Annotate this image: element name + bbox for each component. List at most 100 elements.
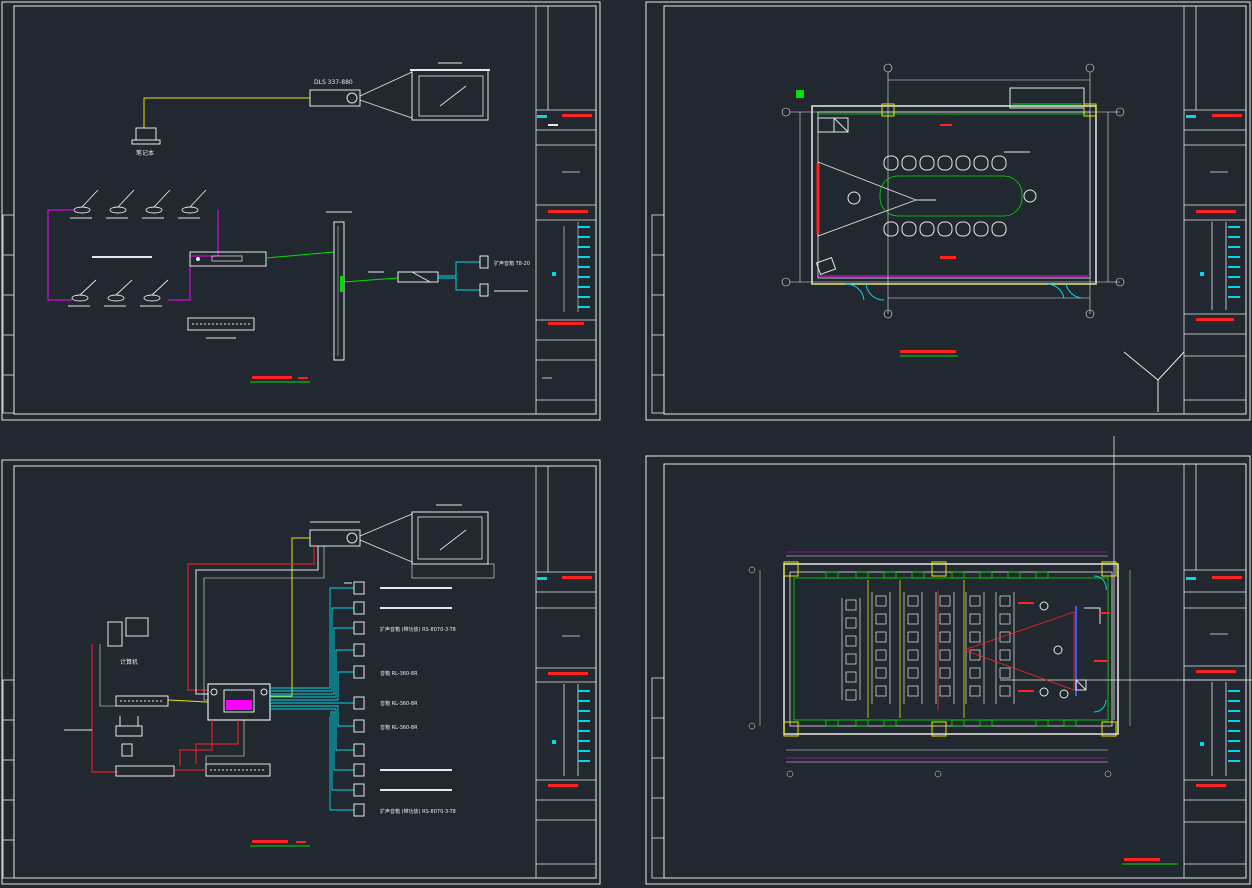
conference-host-unit xyxy=(189,251,267,267)
sheet-4-binding-strip xyxy=(651,677,665,879)
router-icon xyxy=(115,716,143,737)
sheet-1-title-block xyxy=(535,5,597,415)
s3-output-label-5: 音箱 RL-360-8R xyxy=(380,700,418,707)
s3-output-label-3: 扩声音箱 (带功放) RS-8070-3-T8 xyxy=(380,626,456,633)
s2-grid-axes xyxy=(781,63,1125,319)
sheet-2-outer-frame xyxy=(645,1,1251,421)
s3-output-label-6: 音箱 RL-360-8R xyxy=(380,724,418,731)
screen-icon xyxy=(411,504,495,579)
sheet-3-title xyxy=(252,840,288,843)
sheet-3-av-control-system: 计算机 xyxy=(1,459,601,885)
microphone-row-top xyxy=(70,189,207,219)
sheet-3-scale xyxy=(296,841,306,843)
sheet-2-title-block-marks xyxy=(1186,114,1242,321)
s4-door-swing xyxy=(1093,699,1107,713)
s1-laptop-label: 笔记本 xyxy=(136,149,154,157)
s3-output-bus xyxy=(270,587,354,811)
s3-output-devices xyxy=(353,581,365,817)
s3-pc-link-red xyxy=(91,644,118,773)
sheet-3-outer-frame xyxy=(1,459,601,885)
speaker-icon xyxy=(479,283,489,297)
s4-cabinet-cross xyxy=(1075,679,1087,691)
s2-cabinet-cross xyxy=(833,117,849,133)
s2-column xyxy=(1083,103,1097,117)
s4-ceiling-speakers xyxy=(1039,601,1069,699)
microphone-icon xyxy=(140,279,169,307)
s2-column xyxy=(881,103,895,117)
s3-touch-panel xyxy=(121,743,133,757)
s4-desk-rows xyxy=(841,592,1015,704)
sheet-4-classroom-plan xyxy=(645,436,1252,885)
s3-audio-processor xyxy=(115,765,175,777)
s4-seats xyxy=(845,595,1011,701)
s4-dimension-lines xyxy=(748,555,1131,778)
s4-projection-zone xyxy=(962,611,1075,691)
s4-cabinet xyxy=(1075,679,1087,691)
microphone-icon xyxy=(68,279,97,307)
s3-pc-label: 计算机 xyxy=(120,658,138,666)
sheet-2-title xyxy=(900,350,956,353)
sheet-1-outer-frame xyxy=(1,1,601,421)
speaker-icon xyxy=(479,255,489,269)
s2-marker xyxy=(796,90,804,98)
s4-room-wall-outer xyxy=(783,563,1119,735)
s1-speaker-label: 扩声音箱 T8-20 xyxy=(494,260,530,267)
central-control-host xyxy=(207,683,271,721)
sheet-1-inner-frame xyxy=(13,5,597,415)
s3-control-link-white xyxy=(195,546,319,695)
sheet-1-title xyxy=(252,376,292,379)
microphone-icon xyxy=(70,189,99,219)
microphone-icon xyxy=(104,279,133,307)
computer-icon xyxy=(107,617,149,647)
microphone-icon xyxy=(142,189,171,219)
sheet-3-binding-strip xyxy=(2,679,15,879)
sheet-2-meeting-room-plan xyxy=(645,1,1251,421)
sheet-3-inner-frame xyxy=(13,465,597,879)
s2-window xyxy=(1009,87,1085,109)
sheet-3-title-block-marks xyxy=(537,576,592,787)
s2-device xyxy=(815,256,837,276)
sheet-2-title-block xyxy=(1183,5,1247,415)
s3-output-label-4: 音箱 RL-360-8R xyxy=(380,670,418,677)
s2-door-swing xyxy=(865,283,885,301)
s1-speaker-link-a xyxy=(438,261,480,277)
s3-control-link-red xyxy=(187,546,315,691)
matrix-switcher xyxy=(115,695,169,707)
projector-icon xyxy=(309,513,413,563)
power-amplifier-unit xyxy=(397,271,439,283)
sheet-4-title-block xyxy=(1183,463,1247,879)
s3-switcher-link xyxy=(167,699,209,703)
s4-door-swing xyxy=(1093,575,1107,591)
microphone-icon xyxy=(106,189,135,219)
s4-room-outline-green xyxy=(793,577,1109,721)
s2-chair-end xyxy=(1023,189,1037,203)
s4-red-callouts xyxy=(1018,602,1110,692)
s2-door-swing xyxy=(1047,283,1065,299)
screen-icon xyxy=(410,62,490,121)
s2-projection-zone xyxy=(817,161,918,237)
s2-door-swing xyxy=(1065,283,1083,299)
s1-mic-chain-bottom xyxy=(168,264,191,301)
north-arrow xyxy=(1123,351,1185,412)
s3-power-sequencer xyxy=(205,763,271,777)
s3-control-link-white-2 xyxy=(203,546,325,701)
s4-aisle-lines xyxy=(867,580,965,718)
sheet-4-title xyxy=(1124,858,1160,861)
s4-columns xyxy=(783,561,1117,737)
s2-door-swing xyxy=(845,283,865,301)
microphone-icon xyxy=(178,189,207,219)
s1-projector-label: DLS 337-880 xyxy=(314,79,353,86)
sheet-1-scale xyxy=(298,377,308,379)
sheet-4-title-block-marks xyxy=(1186,576,1242,787)
s1-host-to-rack-link xyxy=(265,251,335,259)
sheet-1-binding-strip xyxy=(2,214,15,414)
sheet-1-conference-system: DLS 337-880 笔记本 xyxy=(1,1,601,421)
s4-windows xyxy=(825,571,1077,727)
s1-equipment-rack xyxy=(326,211,352,361)
s2-conference-table xyxy=(879,175,1023,217)
s2-lectern xyxy=(847,191,861,205)
sheet-1-title-block-marks xyxy=(537,114,592,325)
s1-mic-chain-left xyxy=(47,209,74,301)
sheet-4-inner-frame xyxy=(663,463,1247,879)
